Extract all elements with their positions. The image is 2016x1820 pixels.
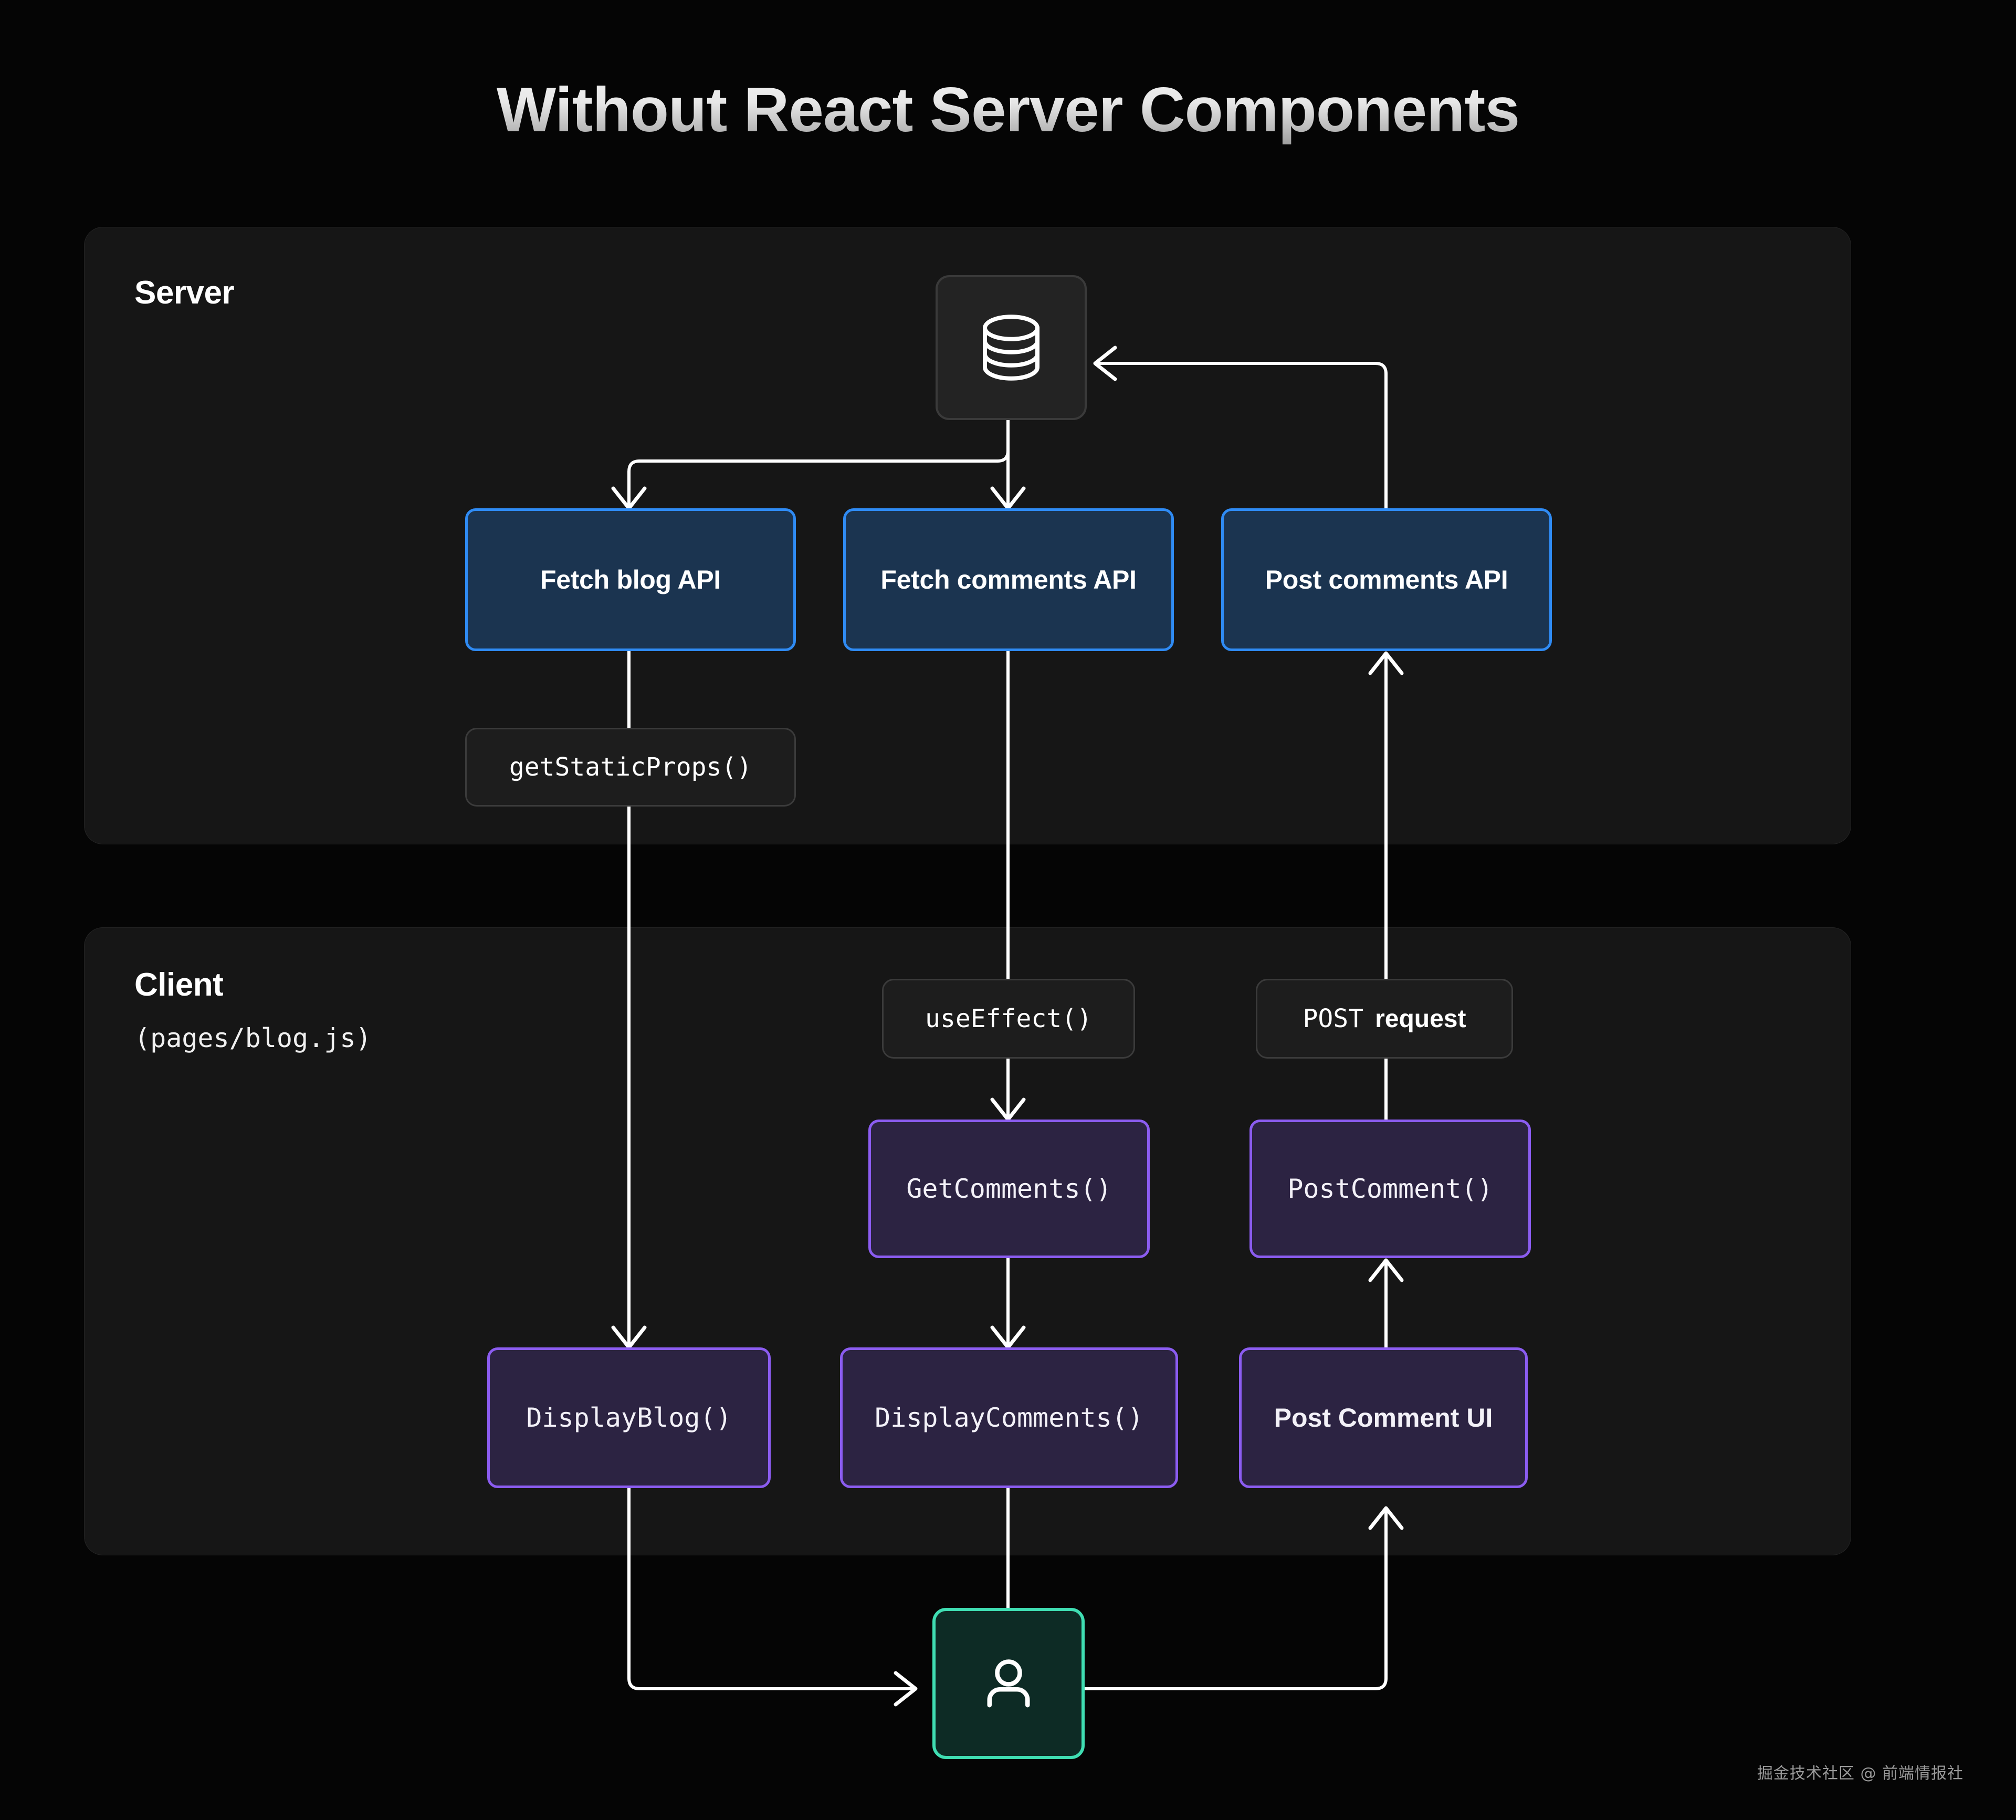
node-post-comments-api[interactable]: Post comments API: [1221, 508, 1552, 651]
user-icon: [987, 1659, 1030, 1708]
pill-get-static-props[interactable]: getStaticProps(): [465, 728, 796, 807]
node-get-comments[interactable]: GetComments(): [868, 1120, 1150, 1258]
watermark: 掘金技术社区 @ 前端情报社: [1757, 1764, 1964, 1783]
node-display-blog[interactable]: DisplayBlog(): [487, 1347, 771, 1488]
pill-label: useEffect(): [925, 1004, 1092, 1033]
client-panel-label: Client: [134, 967, 224, 1003]
node-fetch-comments-api[interactable]: Fetch comments API: [843, 508, 1174, 651]
node-label: DisplayComments(): [875, 1403, 1143, 1433]
database-icon: [983, 315, 1040, 381]
node-label: Fetch comments API: [880, 565, 1137, 594]
client-panel-sublabel: (pages/blog.js): [134, 1023, 372, 1053]
node-post-comment[interactable]: PostComment(): [1250, 1120, 1531, 1258]
node-label: Post Comment UI: [1274, 1403, 1493, 1432]
node-display-comments[interactable]: DisplayComments(): [840, 1347, 1178, 1488]
node-fetch-blog-api[interactable]: Fetch blog API: [465, 508, 796, 651]
user-node[interactable]: [932, 1608, 1085, 1759]
pill-label-method: POST: [1303, 1004, 1364, 1033]
page-title: Without React Server Components: [0, 74, 2016, 146]
pill-post-request[interactable]: POST request: [1256, 979, 1513, 1059]
database-node[interactable]: [936, 275, 1087, 420]
node-label: Fetch blog API: [540, 565, 721, 594]
node-label: Post comments API: [1265, 565, 1508, 594]
node-label: DisplayBlog(): [526, 1403, 732, 1433]
node-label: PostComment(): [1287, 1174, 1493, 1204]
pill-use-effect[interactable]: useEffect(): [882, 979, 1135, 1059]
node-post-comment-ui[interactable]: Post Comment UI: [1239, 1347, 1528, 1488]
pill-label: getStaticProps(): [509, 752, 752, 782]
server-panel-label: Server: [134, 275, 235, 311]
node-label: GetComments(): [906, 1174, 1112, 1204]
pill-label-request: request: [1375, 1005, 1466, 1033]
